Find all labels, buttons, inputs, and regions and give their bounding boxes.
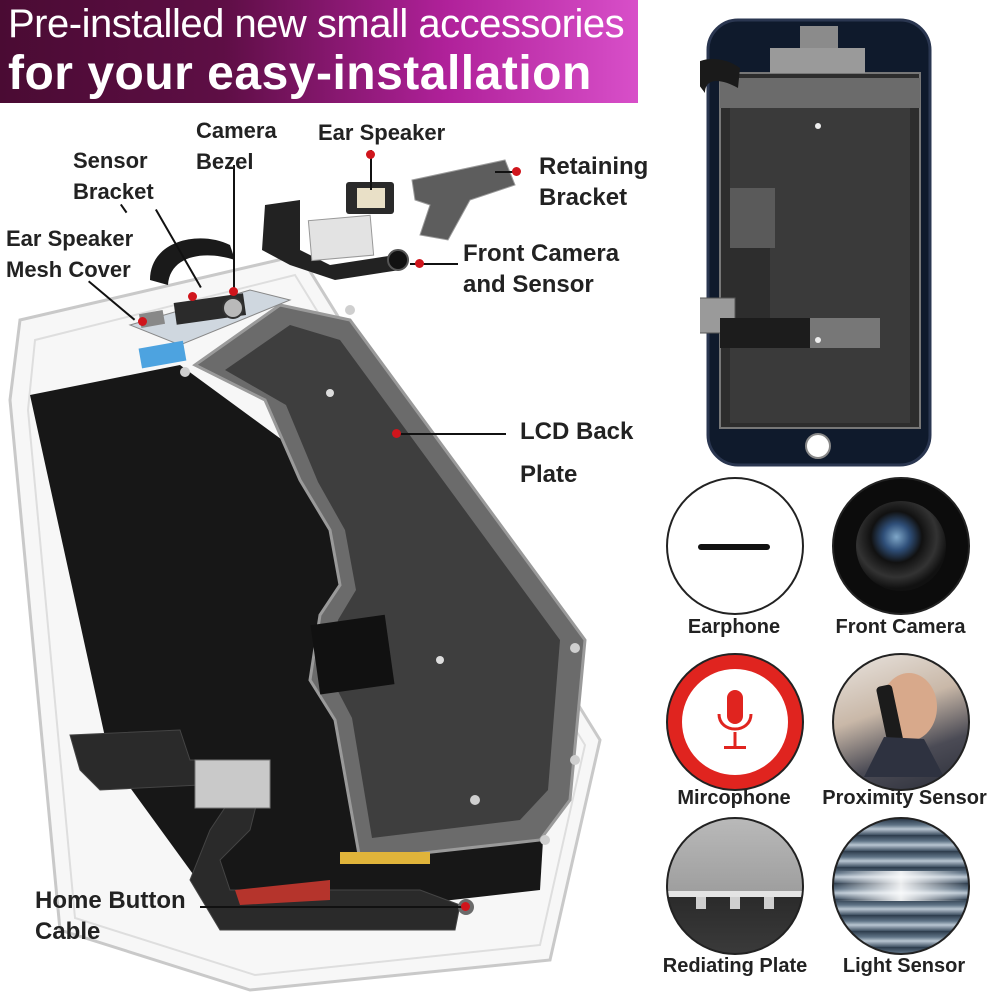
ear-speaker-leader	[370, 150, 372, 190]
mesh-cover-dot	[138, 317, 147, 326]
phone-exploded-illustration	[8, 159, 602, 992]
ear-speaker-dot	[366, 150, 375, 159]
retaining-bracket-part	[411, 159, 516, 241]
front-camera-dot	[415, 259, 424, 268]
header-line-2: for your easy-installation	[8, 47, 592, 100]
label-ear-speaker: Ear Speaker	[318, 120, 446, 145]
feature-earphone	[666, 477, 804, 615]
camera-bezel-dot	[229, 287, 238, 296]
caption-front-camera: Front Camera	[835, 616, 966, 638]
sensor-bracket-dot	[188, 292, 197, 301]
phone-call-icon	[864, 673, 944, 777]
lcd-back-plate-dot	[392, 429, 401, 438]
caption-proximity-sensor: Proximity Sensor	[822, 787, 987, 809]
phone-back-photo	[700, 18, 932, 467]
caption-light-sensor: Light Sensor	[842, 955, 966, 977]
light-sensor-icon	[834, 871, 968, 901]
feature-radiating-plate	[666, 817, 804, 955]
earphone-slot-icon	[698, 544, 770, 550]
camera-lens-icon	[856, 501, 946, 591]
retaining-bracket-leader	[495, 171, 520, 173]
sensor-flex-cable	[150, 238, 235, 285]
home-button-leader	[200, 906, 465, 908]
retaining-bracket-dot	[512, 167, 521, 176]
front-camera-leader	[410, 263, 458, 265]
caption-microphone: Mircophone	[677, 787, 791, 809]
header-banner: Pre-installed new small accessories for …	[0, 0, 638, 103]
feature-proximity-sensor	[832, 653, 970, 791]
caption-earphone: Earphone	[687, 616, 781, 638]
front-camera-flex	[262, 200, 400, 280]
camera-bezel-leader	[233, 165, 235, 290]
feature-light-sensor	[832, 817, 970, 955]
home-button-dot	[461, 902, 470, 911]
header-line-1: Pre-installed new small accessories	[8, 2, 625, 46]
caption-radiating-plate: Rediating Plate	[662, 955, 808, 977]
lcd-back-plate-leader	[396, 433, 506, 435]
metal-plate-icon	[668, 891, 802, 909]
feature-microphone	[666, 653, 804, 791]
microphone-icon	[717, 690, 753, 749]
feature-front-camera	[832, 477, 970, 615]
